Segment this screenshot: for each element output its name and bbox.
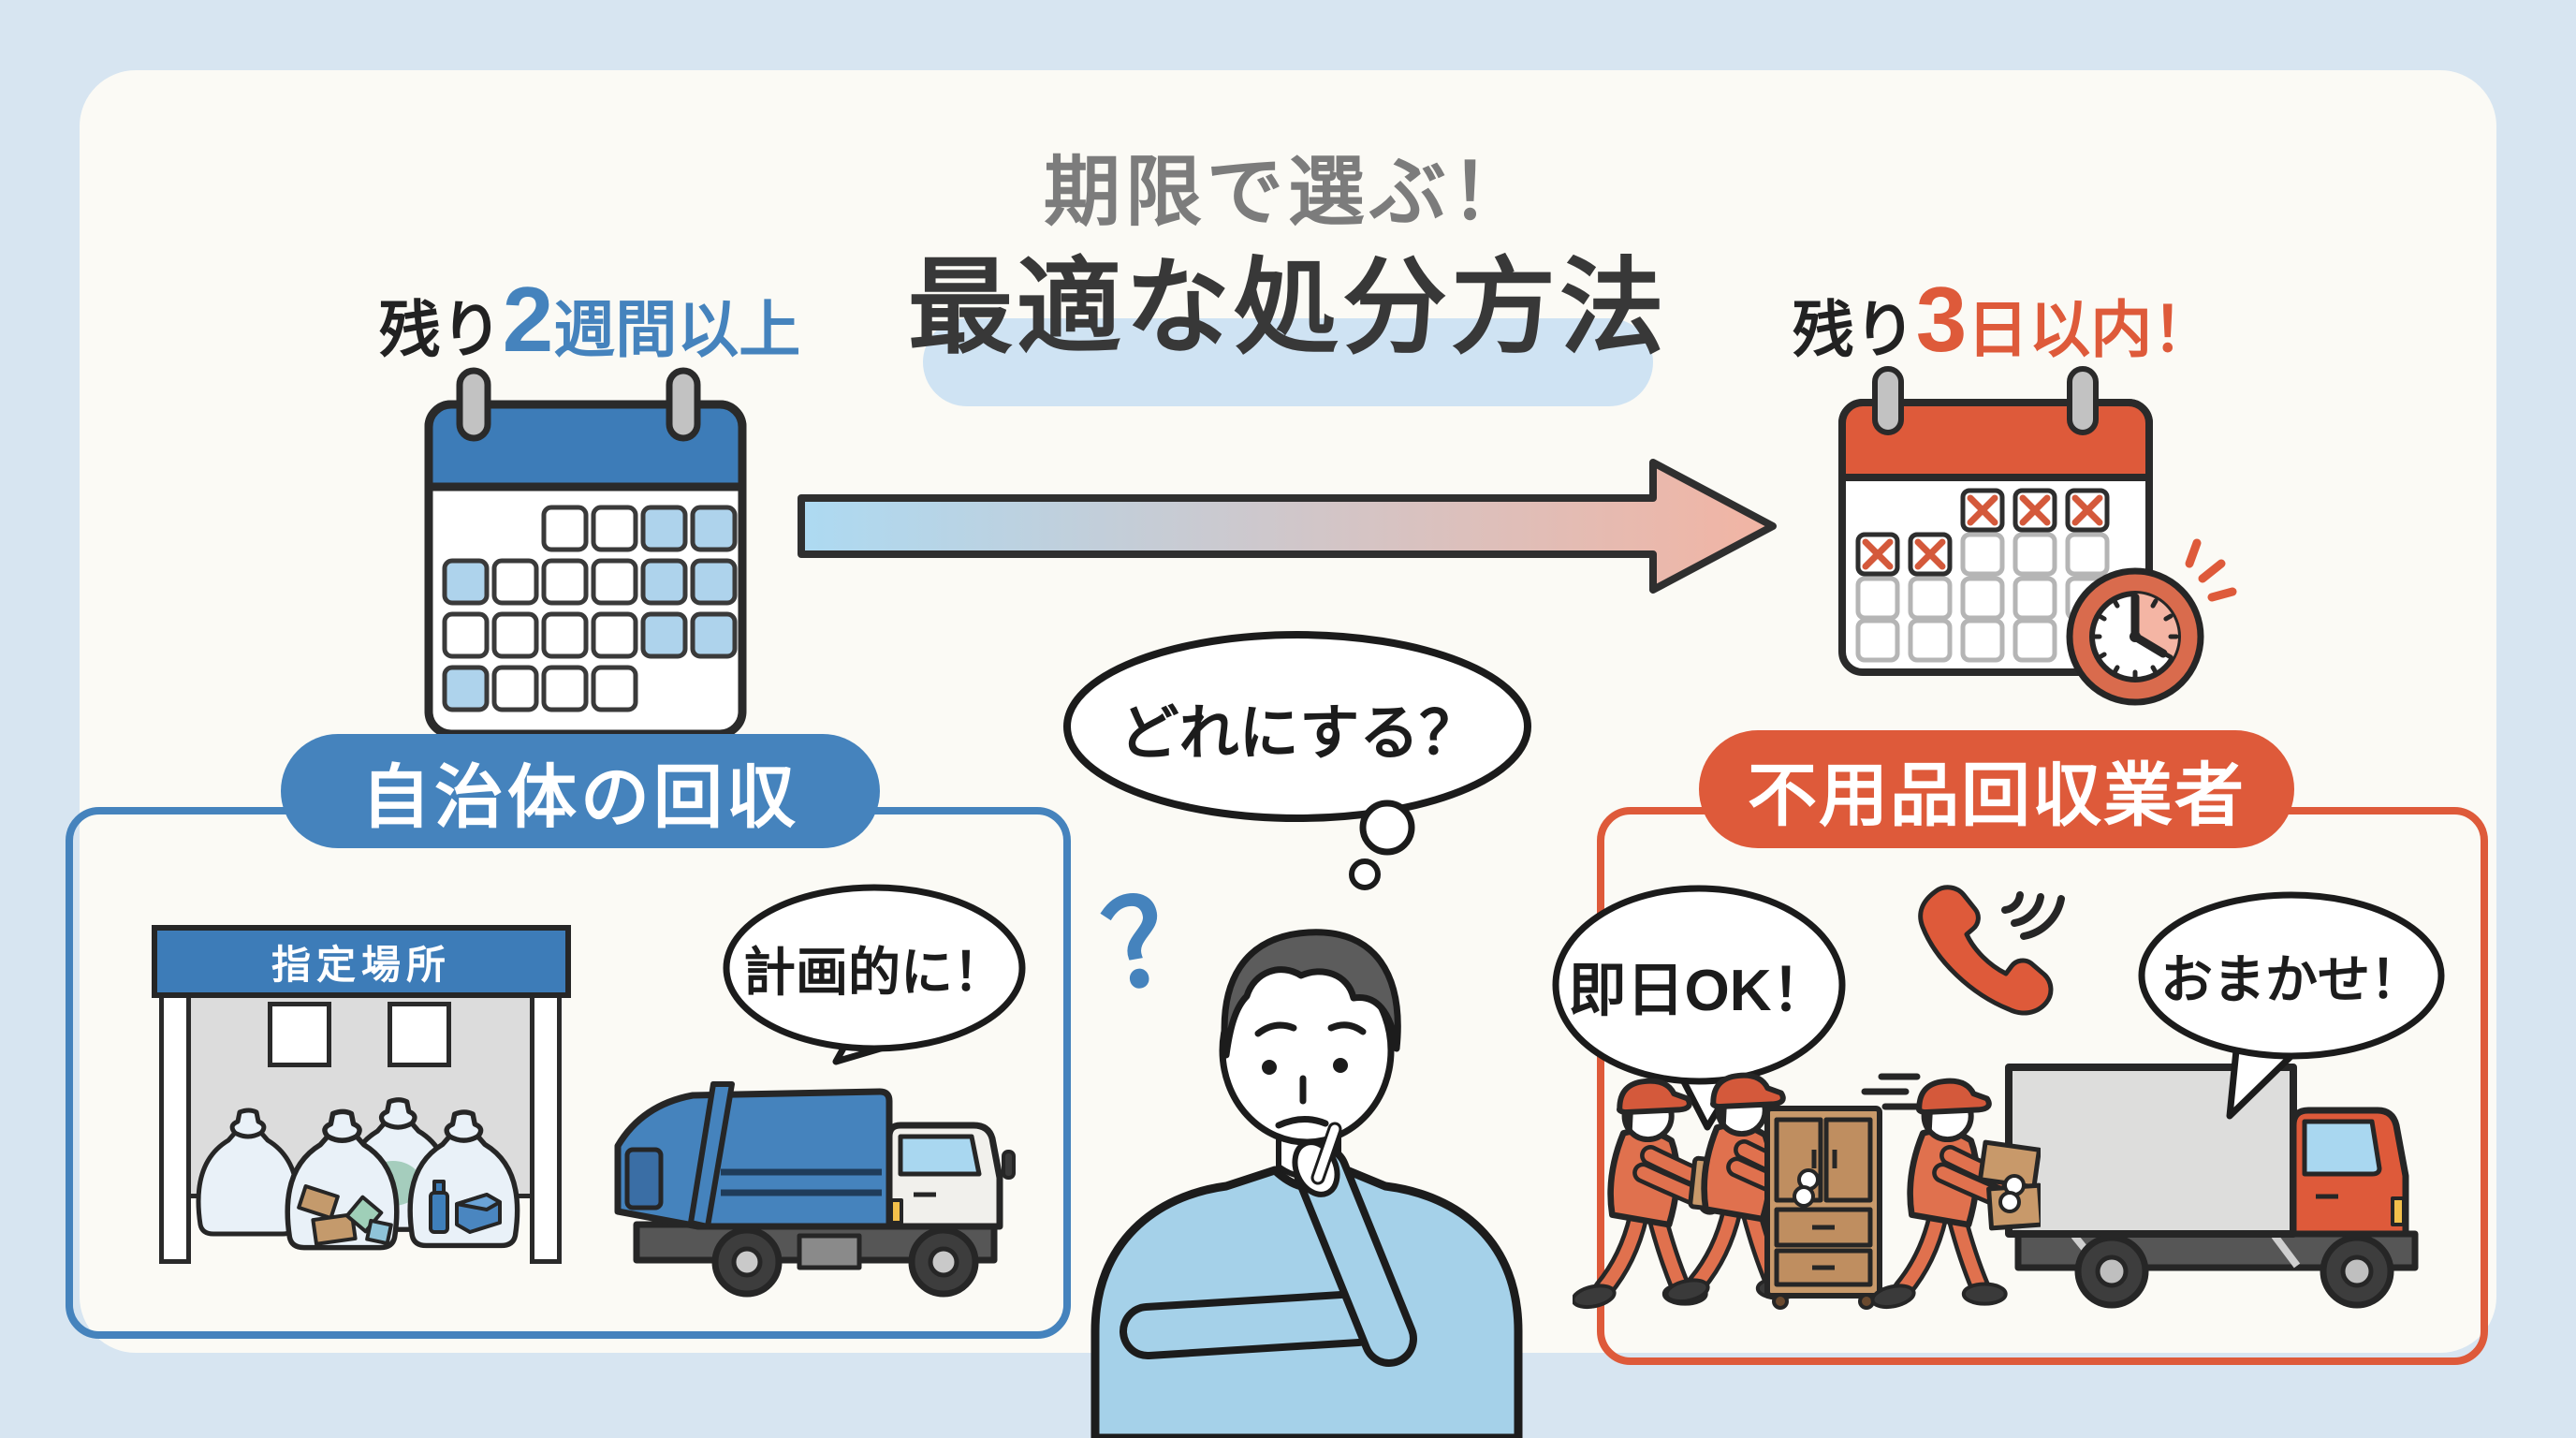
garbage-bags-icon [185,1052,524,1253]
deadline-left-number: 2 [502,268,554,371]
deadline-left-prefix: 残り [378,295,503,364]
thought-bubble [1063,631,1531,890]
deadline-left-suffix: 週間以上 [553,295,801,364]
page-title-text: 最適な処分方法 [908,249,1668,366]
shelter-window-right [388,1002,451,1067]
box-truck-icon [2005,1064,2419,1309]
page-title-top: 期限で選ぶ！ [1043,150,1532,235]
speech-bubble-leaveit-text: おまかせ！ [2160,949,2422,1009]
municipal-title-pill: 自治体の回収 [281,734,880,848]
title-highlight [923,318,1653,406]
workers-icon [1573,1056,2041,1311]
shelter-post-right [530,985,562,1264]
speech-bubble-planned-text: 計画的に！ [743,942,1005,1002]
deadline-right-prefix: 残り [1792,295,1916,364]
shelter-window-left [268,1002,331,1067]
pro-title-pill: 不用品回収業者 [1699,730,2294,848]
clock-emphasis-lines [2185,538,2237,602]
speed-lines-icon [1861,1073,1921,1110]
phone-icon [1918,885,2065,1016]
thought-text: どれにする？ [1119,699,1480,767]
speech-bubble-planned [723,884,1026,1065]
timeline-arrow-icon [798,459,1777,594]
garbage-truck-icon [614,1081,1016,1298]
designated-place-sign: 指定場所 [152,925,571,998]
clock-icon [2066,538,2237,706]
cabinet-icon [1764,1106,1882,1310]
page-title: 最適な処分方法 [0,223,2576,406]
shelter-post-left [159,985,191,1264]
calendar-3days-icon [1838,366,2153,676]
calendar-2weeks-icon [424,367,747,739]
deadline-right-suffix: 日以内！ [1967,295,2215,364]
speech-bubble-sameday-text: 即日OK！ [1568,959,1830,1023]
speech-bubble-leaveit [2138,891,2445,1120]
person-illustration [1090,929,1523,1438]
deadline-right-number: 3 [1915,268,1968,371]
